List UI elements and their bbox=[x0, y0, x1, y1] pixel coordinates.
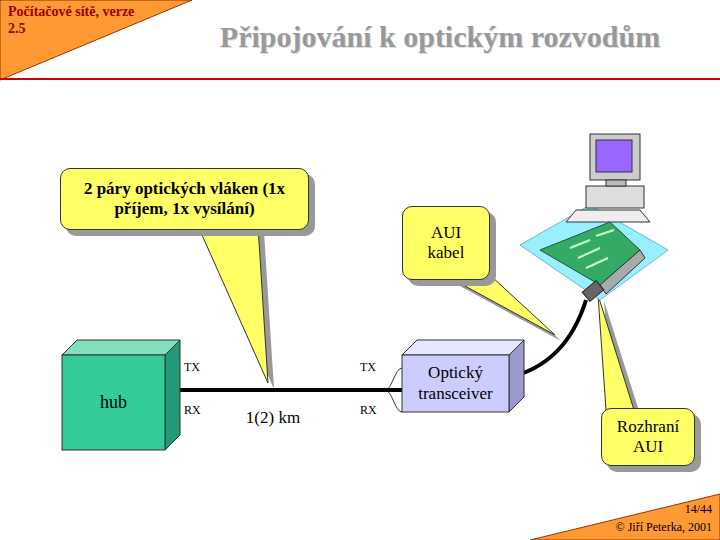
box-front bbox=[402, 355, 509, 412]
signal-name: RX bbox=[360, 403, 377, 417]
hub-box: hub bbox=[62, 340, 180, 450]
node-text: Rozhraní AUI bbox=[610, 417, 686, 458]
callout-box: AUI kabel bbox=[402, 206, 490, 280]
callout-pointer bbox=[598, 295, 634, 410]
box-side bbox=[509, 340, 524, 412]
cable-length: 1(2) km bbox=[246, 408, 300, 428]
box-side bbox=[165, 340, 180, 450]
signal-name: RX bbox=[184, 403, 201, 417]
node-text: hub bbox=[100, 392, 127, 414]
node-text: AUI kabel bbox=[411, 223, 481, 264]
node-text: 2 páry optických vláken (1x příjem, 1x v… bbox=[69, 179, 300, 220]
transceiver-box: Optický transceiver bbox=[402, 340, 524, 412]
footer-corner bbox=[530, 494, 720, 540]
header-corner bbox=[0, 0, 192, 80]
node-text: Optický transceiver bbox=[406, 363, 505, 404]
box-top bbox=[402, 340, 524, 355]
callout-box: 2 páry optických vláken (1x příjem, 1x v… bbox=[60, 168, 309, 230]
box-front bbox=[62, 355, 165, 450]
callout-pointer bbox=[198, 226, 268, 383]
slide-title: Připojování k optickým rozvodům bbox=[170, 20, 710, 54]
computer bbox=[520, 134, 668, 301]
signal-name: TX bbox=[360, 360, 376, 374]
callout-box: Rozhraní AUI bbox=[601, 408, 695, 466]
course-label: Počítačové sítě, verze 2.5 bbox=[8, 4, 138, 38]
box-top bbox=[62, 340, 180, 355]
header-rule bbox=[0, 78, 720, 80]
signal-name: TX bbox=[184, 360, 200, 374]
fibre-cable bbox=[165, 388, 402, 392]
page-number: 14/44 bbox=[600, 502, 712, 516]
copyright: © Jiří Peterka, 2001 bbox=[560, 520, 712, 534]
